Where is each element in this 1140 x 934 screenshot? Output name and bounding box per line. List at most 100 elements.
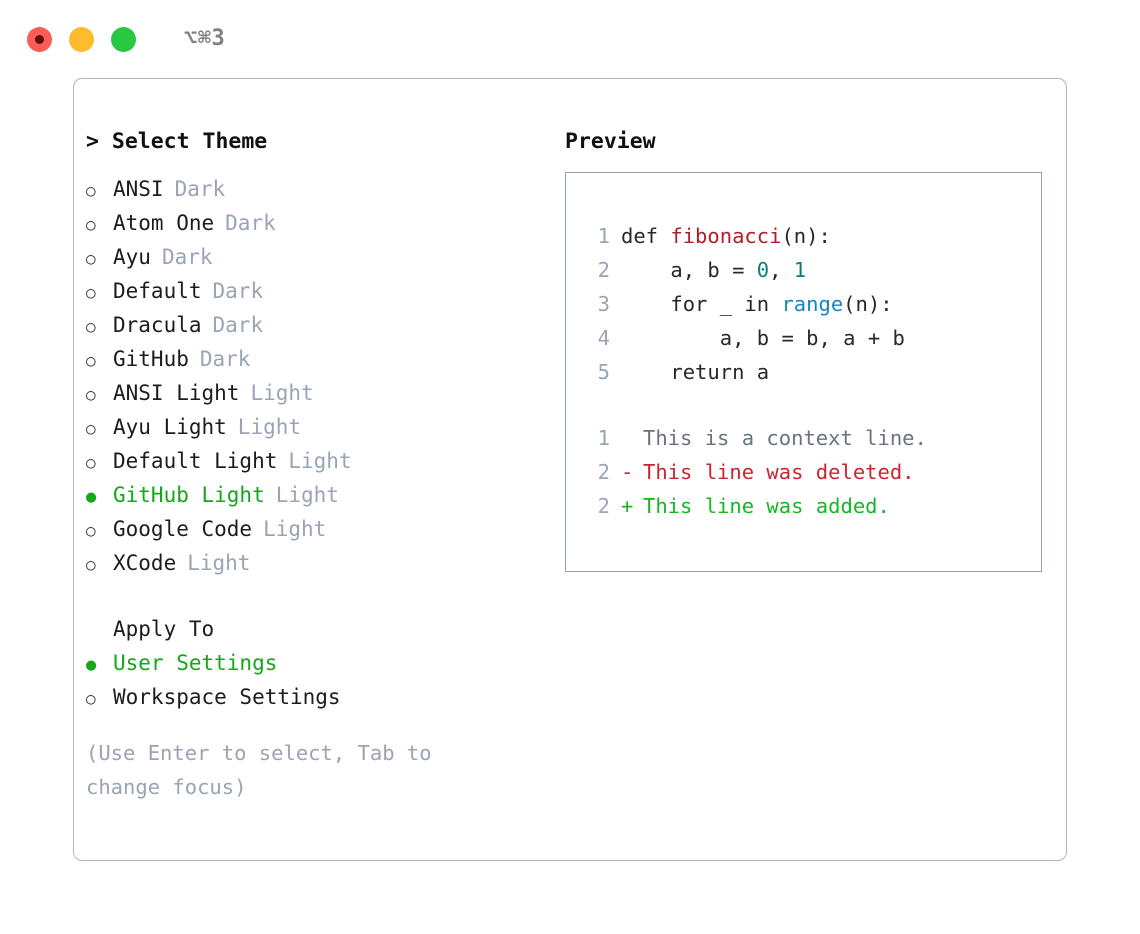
code-token-plain: , [769,257,794,282]
code-token-num: 0 [756,257,770,282]
theme-option-default[interactable]: ○ Default Dark [86,274,556,308]
theme-option-label: Dracula [113,312,202,337]
theme-option-ayu-light[interactable]: ○ Ayu Light Light [86,410,556,444]
theme-option-atom-one[interactable]: ○ Atom One Dark [86,206,556,240]
theme-option-label: Ayu Light [113,414,227,439]
maximize-button[interactable] [111,26,136,52]
code-line-text: a, b = b, a + b [621,321,905,355]
window-title: ⌥⌘3 [184,26,226,51]
theme-option-dracula[interactable]: ○ Dracula Dark [86,308,556,342]
apply-to-heading-label: Apply To [113,616,215,641]
theme-option-label: Google Code [113,516,253,541]
apply-to-option-user-settings[interactable]: ● User Settings [86,646,556,680]
theme-option-label: Default [113,278,202,303]
minimize-button[interactable] [69,26,94,52]
code-line-text: for _ in range(n): [621,287,892,321]
code-token-plain: def [621,223,671,248]
apply-to-option-label: User Settings [113,650,278,675]
radio-unselected-icon: ○ [86,248,96,268]
radio-selected-icon: ● [86,654,97,675]
code-line: 3 for _ in range(n): [580,287,1041,321]
diff-line-text: This is a context line. [643,425,927,450]
theme-option-label: Default Light [113,448,278,473]
theme-variant-badge: Dark [199,346,251,371]
diff-line-text: This line was added. [643,493,890,518]
code-token-plain: for _ in [621,291,782,316]
theme-variant-badge: Light [263,516,327,541]
radio-unselected-icon: ○ [86,316,96,336]
theme-option-xcode[interactable]: ○ XCode Light [86,546,556,580]
line-number: 3 [597,291,610,316]
theme-variant-badge: Dark [225,210,276,235]
theme-option-default-light[interactable]: ○ Default Light Light [86,444,556,478]
code-token-plain: (n): [781,223,831,248]
code-token-plain: a, b = [621,257,757,282]
theme-variant-badge: Light [187,550,251,575]
code-token-call: range [781,291,844,316]
diff-marker: + [621,493,634,518]
radio-unselected-icon: ○ [86,350,96,370]
code-line-text: a, b = 0, 1 [621,253,806,287]
apply-to-heading-indent: ○ [86,612,113,646]
theme-option-ansi[interactable]: ○ ANSI Dark [86,172,556,206]
line-number: 1 [597,223,610,248]
apply-to-option-label: Workspace Settings [113,684,341,709]
theme-variant-badge: Dark [174,176,226,201]
theme-variant-badge: Light [237,414,302,439]
theme-option-google-code[interactable]: ○ Google Code Light [86,512,556,546]
code-token-num: 1 [793,257,807,282]
keyboard-hint: (Use Enter to select, Tab to change focu… [86,740,432,799]
theme-option-label: Atom One [113,210,215,235]
theme-option-label: Ayu [113,244,151,269]
radio-unselected-icon: ○ [86,452,96,472]
radio-unselected-icon: ○ [86,418,96,438]
diff-line-deleted: 2-This line was deleted. [580,455,1041,489]
window-titlebar: ⌥⌘3 [0,0,1140,78]
theme-option-label: ANSI [113,176,164,201]
diff-line-text: This line was deleted. [643,459,915,484]
traffic-lights [27,26,136,52]
line-number: 4 [597,325,610,350]
diff-line-context: 1 This is a context line. [580,421,1041,455]
theme-variant-badge: Dark [212,312,264,337]
radio-unselected-icon: ○ [86,520,96,540]
line-number: 5 [597,359,610,384]
apply-to-heading: ○ Apply To [86,612,556,646]
radio-unselected-icon: ○ [86,214,96,234]
code-line: 5 return a [580,355,1041,389]
apply-to-option-workspace-settings[interactable]: ○Workspace Settings [86,680,556,714]
code-token-fn: fibonacci [670,223,782,248]
radio-unselected-icon: ○ [86,282,96,302]
theme-option-label: XCode [113,550,177,575]
code-token-plain: a, b = b, a + b [621,325,905,350]
code-line: 2 a, b = 0, 1 [580,253,1041,287]
diff-sample: 1 This is a context line.2-This line was… [580,421,1041,523]
code-line: 1 def fibonacci(n): [580,219,1041,253]
radio-unselected-icon: ○ [86,554,96,574]
radio-unselected-icon: ○ [86,180,96,200]
theme-option-label: GitHub [113,346,189,371]
radio-selected-icon: ● [86,486,97,507]
theme-option-github[interactable]: ○ GitHub Dark [86,342,556,376]
diff-line-added: 2 + This line was added. [580,489,1041,523]
code-line-text: def fibonacci(n): [621,219,831,253]
line-number: 1 [597,425,610,450]
diff-marker: - [621,459,634,484]
line-number: 2 [597,493,610,518]
theme-variant-badge: Light [288,448,352,473]
diff-marker [621,421,643,455]
apply-to-list: ● User Settings ○Workspace Settings [86,646,556,714]
theme-variant-badge: Light [250,380,314,405]
close-button[interactable] [27,26,52,52]
radio-unselected-icon: ○ [86,384,96,404]
theme-variant-badge: Dark [212,278,264,303]
